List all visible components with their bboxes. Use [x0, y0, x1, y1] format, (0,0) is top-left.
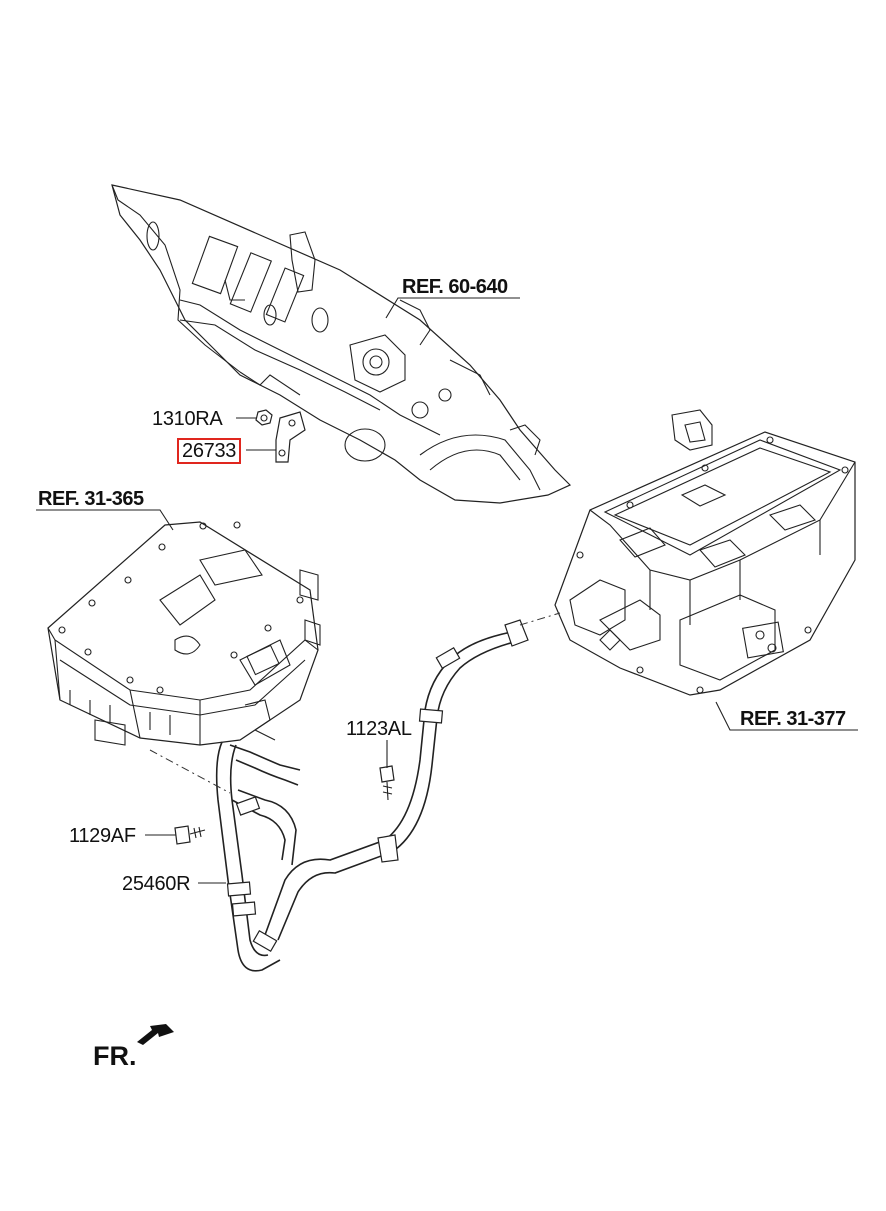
left-inverter-unit-drawing — [47, 521, 321, 746]
part-bolt-lower-label[interactable]: 1129AF — [69, 825, 136, 847]
leader-ref-right-unit — [715, 701, 858, 731]
right-converter-unit-drawing — [554, 409, 856, 696]
ref-dash-panel-label[interactable]: REF. 60-640 — [402, 276, 508, 298]
leader-ref-dash-panel — [385, 297, 520, 319]
part-bolt-upper-label[interactable]: 1123AL — [346, 718, 412, 740]
dash-panel-drawing — [111, 184, 572, 504]
alignment-line-left — [149, 749, 231, 794]
leader-ref-left-unit — [36, 509, 174, 531]
front-indicator-label: FR. — [93, 1041, 137, 1071]
part-bracket-label-selected[interactable]: 26733 — [177, 438, 242, 464]
ref-right-unit-label[interactable]: REF. 31-377 — [740, 708, 846, 730]
ref-left-unit-label[interactable]: REF. 31-365 — [38, 488, 144, 510]
part-hose-label[interactable]: 25460R — [122, 873, 191, 895]
front-arrow-icon — [137, 1024, 174, 1045]
hose-assembly-drawing — [174, 619, 529, 972]
alignment-line-right — [519, 612, 561, 626]
part-nut-label[interactable]: 1310RA — [152, 408, 223, 430]
